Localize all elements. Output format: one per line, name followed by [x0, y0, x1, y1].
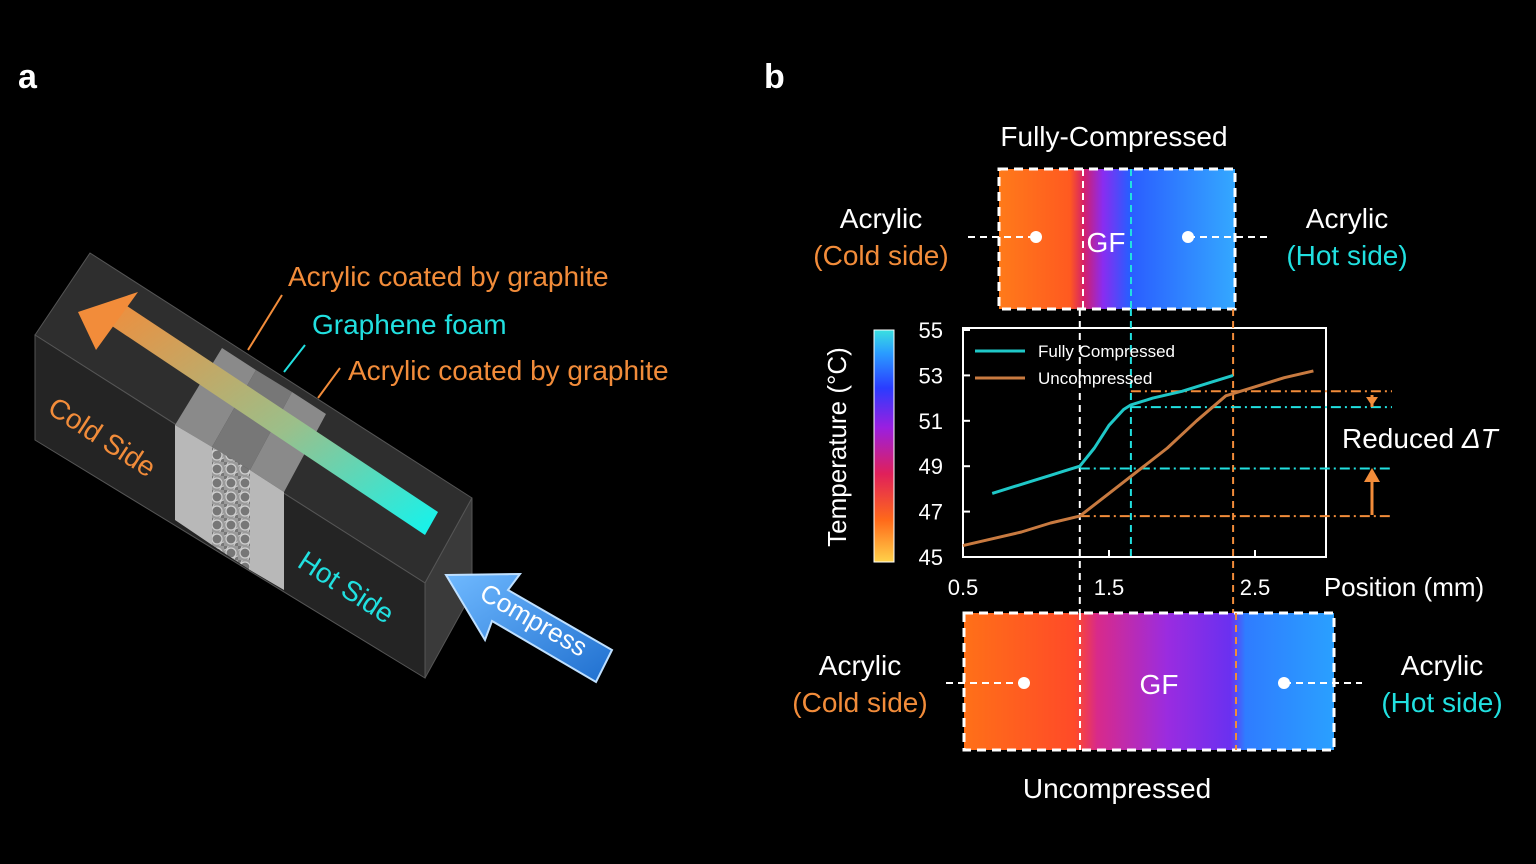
- panel-b-label: b: [764, 58, 785, 96]
- y-tick-label: 53: [919, 363, 943, 388]
- compress-arrow-icon: Compress: [444, 572, 614, 684]
- top-hot-side-label: (Hot side): [1286, 240, 1407, 271]
- legend-fully-compressed: Fully Compressed: [1038, 342, 1175, 361]
- bottom-acrylic-hot-label: Acrylic: [1401, 650, 1483, 681]
- chart-legend: Fully Compressed Uncompressed: [975, 342, 1175, 388]
- callout-acrylic-bottom: Acrylic coated by graphite: [348, 355, 669, 386]
- colorbar-label: Temperature (°C): [822, 347, 852, 547]
- callout-line-acrylic-bottom: [317, 367, 341, 399]
- svg-text:Reduced ΔT: Reduced ΔT: [1342, 423, 1500, 454]
- bottom-hot-side-label: (Hot side): [1381, 687, 1502, 718]
- graphene-foam-slab: [212, 370, 292, 570]
- reduced-delta-t-label: Reduced: [1342, 423, 1462, 454]
- callout-acrylic-top: Acrylic coated by graphite: [288, 261, 609, 292]
- top-cold-side-label: (Cold side): [813, 240, 948, 271]
- uncompressed-gf-label: GF: [1140, 669, 1179, 700]
- legend-uncompressed: Uncompressed: [1038, 369, 1152, 388]
- top-acrylic-cold-label: Acrylic: [840, 203, 922, 234]
- fully-compressed-title: Fully-Compressed: [1000, 121, 1227, 152]
- y-tick-label: 55: [919, 318, 943, 343]
- y-tick-label: 47: [919, 500, 943, 525]
- bottom-cold-side-label: (Cold side): [792, 687, 927, 718]
- reduced-delta-t-annotation: Reduced ΔT: [1342, 395, 1500, 515]
- y-tick-label: 51: [919, 409, 943, 434]
- callout-graphene-foam: Graphene foam: [312, 309, 507, 340]
- heat-flow-arrow-icon: [78, 292, 438, 535]
- delta-t-symbol: ΔT: [1461, 423, 1500, 454]
- x-tick-label: 1.5: [1094, 575, 1125, 600]
- x-tick-label: 0.5: [948, 575, 979, 600]
- uncompressed-hot-probe-dot: [1278, 677, 1290, 689]
- panel-a-label: a: [18, 58, 38, 96]
- uncompressed-title: Uncompressed: [1023, 773, 1211, 804]
- top-acrylic-hot-label: Acrylic: [1306, 203, 1388, 234]
- x-tick-label: 2.5: [1240, 575, 1271, 600]
- fully-compressed-thermal-image: GF: [968, 167, 1268, 311]
- temperature-colorbar: [873, 329, 895, 563]
- uncompressed-thermal-image: GF: [946, 611, 1362, 752]
- callout-line-acrylic-top: [247, 294, 283, 351]
- callout-line-graphene: [283, 344, 306, 373]
- bottom-acrylic-cold-label: Acrylic: [819, 650, 901, 681]
- chart-frame: [962, 327, 1327, 558]
- series-line-uncompressed: [962, 369, 1314, 548]
- y-tick-label: 45: [919, 545, 943, 570]
- series-line-fully-compressed: [991, 373, 1234, 495]
- temperature-profile-chart: 45 47 49 51 53 55 0.5 1.5 2.5 Fully Compressed U…: [919, 309, 1484, 613]
- acrylic-slab-cold: [175, 348, 256, 545]
- y-tick-label: 49: [919, 454, 943, 479]
- fully-hot-probe-dot: [1182, 231, 1194, 243]
- x-axis-label: Position (mm): [1324, 572, 1484, 602]
- fully-cold-probe-dot: [1030, 231, 1042, 243]
- fully-gf-label: GF: [1087, 227, 1126, 258]
- uncompressed-cold-probe-dot: [1018, 677, 1030, 689]
